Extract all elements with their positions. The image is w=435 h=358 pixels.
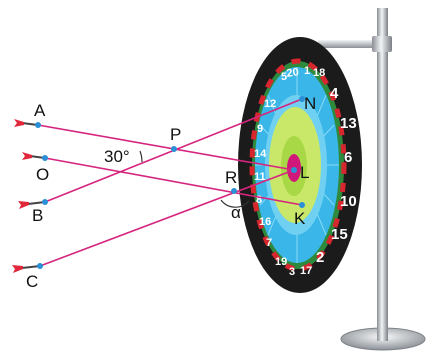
- board-number: 10: [340, 193, 357, 210]
- point-r: [231, 188, 237, 194]
- point-p: [171, 146, 177, 152]
- board-number: 16: [259, 216, 271, 228]
- dartboard: [238, 37, 362, 293]
- board-number: 18: [313, 67, 325, 79]
- label-c: C: [26, 272, 38, 291]
- board-number: 13: [340, 115, 357, 132]
- board-number: 9: [257, 123, 263, 135]
- darts: [12, 119, 46, 273]
- line-a-l: [37, 124, 295, 171]
- board-number: 6: [344, 149, 352, 166]
- angle-label-r: α: [231, 203, 241, 222]
- line-c-l: [39, 169, 295, 267]
- angle-arc-r: [220, 199, 250, 208]
- board-number: 15: [331, 226, 348, 243]
- dart-o: [22, 152, 46, 160]
- point-o: [42, 155, 48, 161]
- label-n: N: [304, 94, 316, 113]
- label-k: K: [294, 209, 306, 228]
- label-r: R: [225, 168, 237, 187]
- board-number: 3: [289, 266, 295, 278]
- angle-arc-p: [139, 150, 143, 163]
- label-a: A: [34, 101, 46, 120]
- board-numbers: 5 20 1 18 4 13 6 10 15 2 17 3 19 7 16 8 …: [254, 65, 357, 278]
- point-b: [42, 199, 48, 205]
- board-number: 17: [300, 265, 312, 277]
- angle-label-p: 30°: [104, 147, 130, 166]
- board-number: 20: [286, 66, 300, 80]
- label-b: B: [32, 206, 43, 225]
- stand-clamp: [372, 36, 392, 52]
- stand-pole: [377, 8, 388, 341]
- point-c: [37, 263, 43, 269]
- double-ring-red: [249, 58, 347, 272]
- dart-a: [14, 119, 39, 127]
- dart-c: [12, 265, 41, 273]
- label-p: P: [170, 125, 181, 144]
- point-n: [299, 96, 305, 102]
- point-labels: A O B C P R N L K 30° α: [26, 94, 316, 291]
- board-number: 2: [316, 249, 324, 266]
- stand: [318, 8, 426, 351]
- label-l: L: [300, 163, 309, 182]
- board-number: 1: [304, 65, 310, 77]
- stand-arm: [318, 40, 388, 48]
- board-number: 19: [275, 256, 287, 268]
- board-number: 7: [266, 237, 272, 249]
- point-l: [291, 167, 297, 173]
- board-number: 11: [254, 171, 266, 183]
- points: [35, 96, 305, 269]
- board-number: 12: [264, 98, 276, 110]
- board-number: 14: [254, 148, 267, 160]
- point-a: [35, 122, 41, 128]
- point-k: [299, 202, 305, 208]
- board-number: 5: [281, 71, 287, 83]
- board-number: 8: [256, 194, 262, 206]
- dart-paths: [37, 98, 303, 267]
- line-o-k: [44, 157, 303, 206]
- label-o: O: [36, 165, 49, 184]
- board-number: 4: [330, 85, 339, 102]
